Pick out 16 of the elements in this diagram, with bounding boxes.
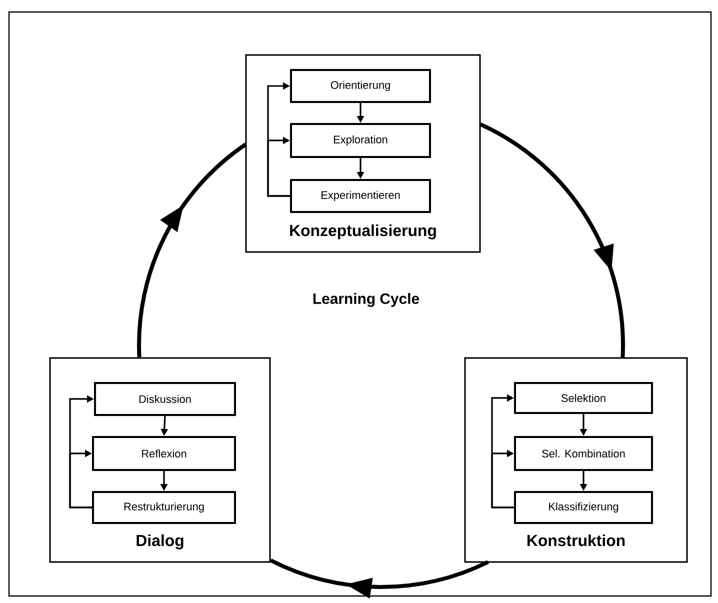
step-box: Exploration	[290, 122, 431, 158]
feedback-arrow	[69, 450, 92, 508]
step-box: Diskussion	[94, 382, 236, 416]
step-box: Klassifizierung	[514, 490, 653, 524]
step-box: Reflexion	[92, 436, 236, 471]
step-box: Sel. Kombination	[514, 436, 653, 471]
step-box: Selektion	[514, 382, 653, 414]
center-label: Learning Cycle	[313, 293, 420, 307]
step-box: Restrukturierung	[92, 490, 236, 524]
step-box: Orientierung	[290, 69, 431, 103]
feedback-arrow	[491, 450, 514, 508]
step-box: Experimentieren	[290, 178, 431, 213]
feedback-arrow	[267, 136, 290, 197]
cycle-arrow	[479, 122, 625, 358]
cycle-arrow	[137, 142, 247, 358]
cycle-arrow	[270, 558, 489, 599]
